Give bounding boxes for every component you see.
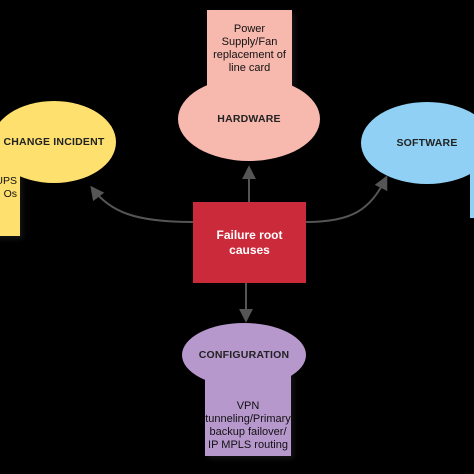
- hardware-node: HARDWARE: [178, 77, 320, 161]
- hardware-note: Power Supply/Fan replacement of line car…: [207, 10, 292, 88]
- change-incident-note-line-2: Os: [3, 188, 17, 200]
- connector-to-software: [305, 175, 388, 223]
- configuration-label: CONFIGURATION: [198, 349, 290, 361]
- software-label: SOFTWARE: [396, 137, 458, 149]
- configuration-note: VPN tunneling/Primary backup failover/ I…: [205, 372, 291, 456]
- change-incident-node: CHANGE INCIDENT: [0, 101, 116, 183]
- configuration-note-text: VPN tunneling/Primary backup failover/ I…: [205, 400, 291, 451]
- configuration-node: CONFIGURATION: [182, 323, 306, 387]
- software-node: SOFTWARE: [361, 102, 474, 184]
- failure-root-causes-box: Failure root causes: [193, 202, 306, 283]
- failure-root-causes-label: Failure root causes: [216, 227, 283, 257]
- hardware-note-text: Power Supply/Fan replacement of line car…: [213, 23, 286, 74]
- hardware-label: HARDWARE: [217, 113, 281, 125]
- connector-to-change-incident: [90, 185, 194, 223]
- change-incident-label: CHANGE INCIDENT: [3, 136, 105, 148]
- change-incident-note-line-1: UPS: [0, 175, 17, 187]
- software-note: [470, 170, 474, 218]
